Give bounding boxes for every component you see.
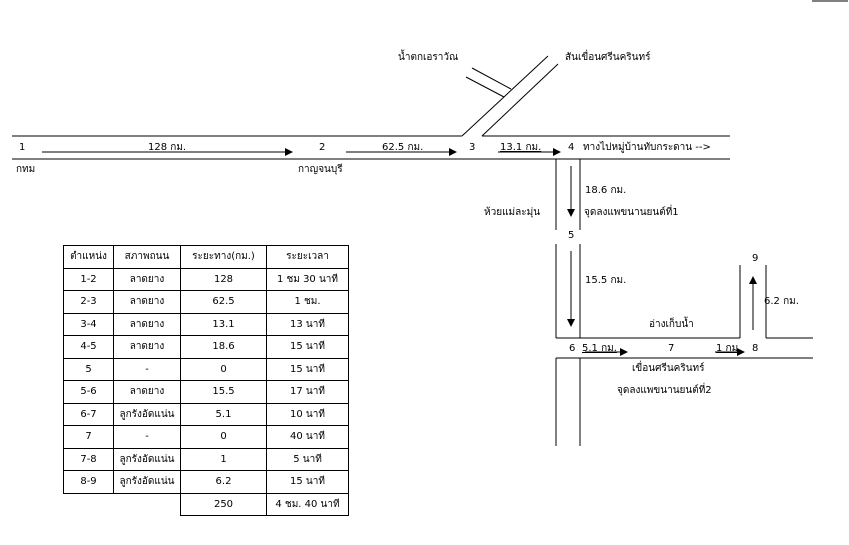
place-bangkok: กทม [16,164,35,175]
table-cell: 1-2 [63,267,114,291]
table-cell: 6.2 [180,470,267,494]
table-row: 5-6 ลาดยาง 15.5 17 นาที [63,380,349,404]
point-4: 4 [568,142,574,153]
place-reservoir: อ่างเก็บน้ำ [649,316,694,330]
table-row: 4-5 ลาดยาง 18.6 15 นาที [63,335,349,359]
route-table: ตำแหน่ง สภาพถนน ระยะทาง(กม.) ระยะเวลา 1-… [63,245,349,516]
table-cell: - [113,357,181,381]
place-erawan-falls: น้ำตกเอราวัณ [398,49,458,63]
table-cell: 5 [63,357,114,381]
table-row: 5 - 0 15 นาที [63,357,349,381]
table-cell: 7-8 [63,447,114,471]
direction-arrows [42,148,757,356]
table-row: 3-4 ลาดยาง 13.1 13 นาที [63,312,349,336]
table-row: 1-2 ลาดยาง 128 1 ชม 30 นาที [63,267,349,291]
place-to-thap-kradan: ทางไปหมู่บ้านทับกระดาน --> [583,141,711,153]
table-row: 7-8 ลูกรังอัดแน่น 1 5 นาที [63,447,349,471]
distance-2-3: 62.5 กม. [382,142,423,153]
place-pier-2: จุดลงแพขนานยนต์ที่2 [617,382,712,396]
table-cell: 1 [180,447,267,471]
table-cell: ลูกรังอัดแน่น [113,470,181,494]
table-header-row: ตำแหน่ง สภาพถนน ระยะทาง(กม.) ระยะเวลา [63,245,349,269]
table-cell: 18.6 [180,335,267,359]
table-cell: 4-5 [63,335,114,359]
table-cell: 0 [180,357,267,381]
distance-6-7: 5.1 กม. [582,343,617,354]
table-cell: 5 นาที [266,447,349,471]
table-total-row: 250 4 ชม. 40 นาที [64,492,349,516]
place-srinakarin-dam: เขื่อนศรีนครินทร์ [632,360,705,374]
table-cell: 0 [180,425,267,449]
table-cell: ลูกรังอัดแน่น [113,447,181,471]
table-cell: 3-4 [63,312,114,336]
table-row: 2-3 ลาดยาง 62.5 1 ชม. [63,290,349,314]
table-cell: ลาดยาง [113,312,181,336]
place-kanchanaburi: กาญจนบุรี [298,163,343,175]
table-cell: ลาดยาง [113,290,181,314]
table-cell: 40 นาที [266,425,349,449]
table-cell: 13.1 [180,312,267,336]
table-cell: 15 นาที [266,357,349,381]
place-huai-mae-la-mun: ห้วยแม่ละมุ่น [484,206,540,218]
table-cell: 5-6 [63,380,114,404]
table-cell: 15 นาที [266,470,349,494]
place-pier-1: จุดลงแพขนานยนต์ที่1 [584,204,679,218]
table-cell: 17 นาที [266,380,349,404]
table-cell: 6-7 [63,402,114,426]
vertical-road [555,159,581,446]
place-dam-crest: สันเขื่อนศรีนครินทร์ [565,49,651,63]
distance-5-6: 15.5 กม. [585,275,626,286]
table-row: 8-9 ลูกรังอัดแน่น 6.2 15 นาที [63,470,349,494]
distance-7-8: 1 กม. [716,343,741,354]
table-blank-cell [114,493,181,516]
point-9: 9 [752,253,758,264]
point-8: 8 [752,343,758,354]
table-total-distance: 250 [180,492,267,516]
table-header-duration: ระยะเวลา [266,245,349,269]
table-row: 7 - 0 40 นาที [63,425,349,449]
table-header-road-condition: สภาพถนน [113,245,181,269]
table-header-position: ตำแหน่ง [63,245,114,269]
table-cell: 15 นาที [266,335,349,359]
table-cell: 10 นาที [266,402,349,426]
point-2: 2 [319,142,325,153]
distance-4-5: 18.6 กม. [585,185,626,196]
table-header-distance: ระยะทาง(กม.) [180,245,267,269]
table-cell: 15.5 [180,380,267,404]
dam-road [556,265,813,359]
distance-1-2: 128 กม. [148,142,186,153]
table-cell: 1 ชม. [266,290,349,314]
table-cell: ลาดยาง [113,335,181,359]
distance-8-9: 6.2 กม. [764,296,799,307]
branch-roads [461,55,559,137]
point-1: 1 [19,142,25,153]
table-row: 6-7 ลูกรังอัดแน่น 5.1 10 นาที [63,402,349,426]
point-7: 7 [668,343,674,354]
table-cell: ลูกรังอัดแน่น [113,402,181,426]
table-cell: 62.5 [180,290,267,314]
point-5: 5 [568,230,574,241]
table-cell: 7 [63,425,114,449]
table-cell: 8-9 [63,470,114,494]
distance-3-4: 13.1 กม. [500,142,541,153]
table-cell: 1 ชม 30 นาที [266,267,349,291]
point-3: 3 [469,142,475,153]
table-cell: 128 [180,267,267,291]
table-cell: 13 นาที [266,312,349,336]
table-blank-cell [64,493,114,516]
table-cell: - [113,425,181,449]
table-cell: ลาดยาง [113,380,181,404]
table-cell: 2-3 [63,290,114,314]
main-road [12,135,730,160]
point-6: 6 [569,343,575,354]
table-total-time: 4 ชม. 40 นาที [266,492,349,516]
table-cell: 5.1 [180,402,267,426]
table-cell: ลาดยาง [113,267,181,291]
